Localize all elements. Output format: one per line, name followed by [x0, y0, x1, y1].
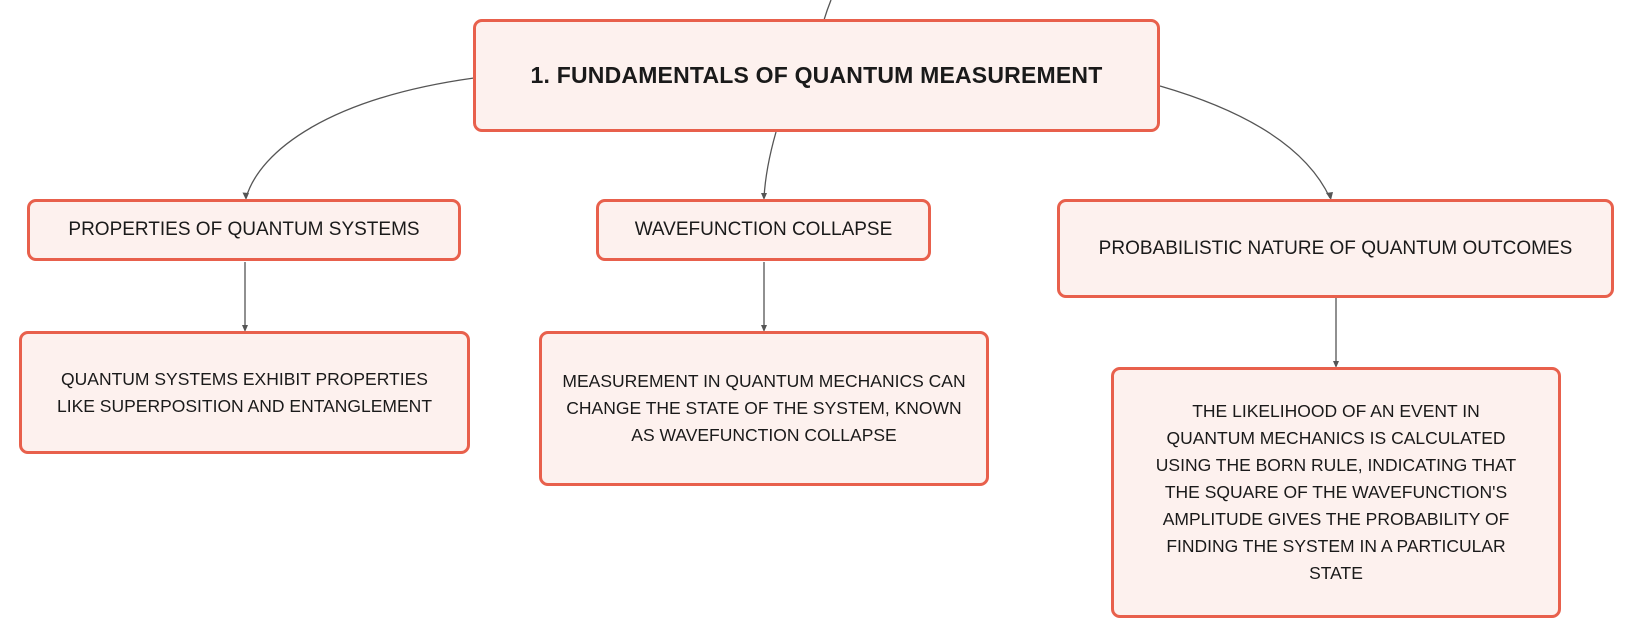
- detail-node-probabilistic[interactable]: THE LIKELIHOOD OF AN EVENT IN QUANTUM ME…: [1111, 367, 1561, 618]
- connector-root-to-probabilistic: [1159, 85, 1331, 199]
- branch-node-properties[interactable]: PROPERTIES OF QUANTUM SYSTEMS: [27, 199, 461, 261]
- detail-node-collapse[interactable]: MEASUREMENT IN QUANTUM MECHANICS CAN CHA…: [539, 331, 989, 486]
- connector-root-to-collapse: [763, 131, 777, 199]
- branch-node-probabilistic[interactable]: PROBABILISTIC NATURE OF QUANTUM OUTCOMES: [1057, 199, 1614, 298]
- root-node-title: 1. FUNDAMENTALS OF QUANTUM MEASUREMENT: [530, 62, 1103, 88]
- detail-node-properties[interactable]: QUANTUM SYSTEMS EXHIBIT PROPERTIES LIKE …: [19, 331, 470, 454]
- connector-incoming-root: [823, 0, 832, 21]
- connector-root-to-properties: [245, 77, 475, 199]
- detail-node-probabilistic-text: THE LIKELIHOOD OF AN EVENT IN QUANTUM ME…: [1155, 401, 1517, 583]
- detail-node-collapse-text: MEASUREMENT IN QUANTUM MECHANICS CAN CHA…: [562, 371, 966, 445]
- branch-node-properties-label: PROPERTIES OF QUANTUM SYSTEMS: [68, 219, 420, 240]
- detail-node-properties-text: QUANTUM SYSTEMS EXHIBIT PROPERTIES LIKE …: [56, 368, 433, 416]
- branch-node-collapse-label: WAVEFUNCTION COLLAPSE: [634, 219, 893, 240]
- root-node[interactable]: 1. FUNDAMENTALS OF QUANTUM MEASUREMENT: [473, 19, 1160, 132]
- branch-node-collapse[interactable]: WAVEFUNCTION COLLAPSE: [596, 199, 931, 261]
- branch-node-probabilistic-label: PROBABILISTIC NATURE OF QUANTUM OUTCOMES: [1098, 237, 1573, 259]
